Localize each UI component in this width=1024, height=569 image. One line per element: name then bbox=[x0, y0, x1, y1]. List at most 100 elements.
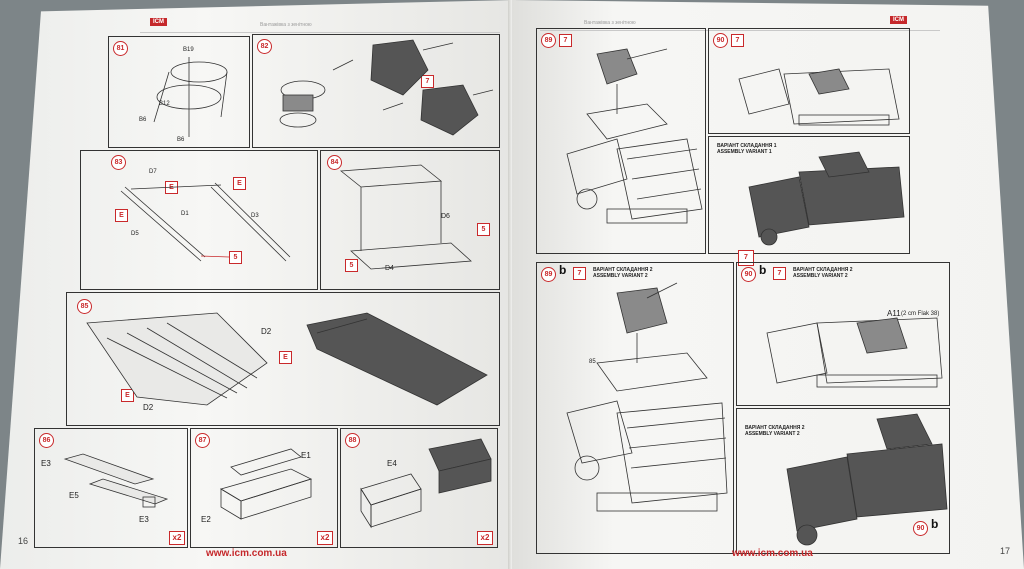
variant-2-final-panel: ВАРІАНТ СКЛАДАННЯ 2 ASSEMBLY VARIANT 2 9… bbox=[736, 408, 950, 554]
step-82-drawing bbox=[279, 39, 494, 136]
step-81-panel: 81 B19 B12 B6 B6 bbox=[108, 36, 250, 148]
variant-2-final-label: ВАРІАНТ СКЛАДАННЯ 2 ASSEMBLY VARIANT 2 bbox=[745, 425, 805, 437]
part-label: E1 bbox=[301, 451, 311, 460]
step-84-drawing bbox=[339, 164, 472, 270]
variant-2-label: ВАРІАНТ СКЛАДАННЯ 2 ASSEMBLY VARIANT 2 bbox=[793, 267, 853, 279]
part-label: D3 bbox=[251, 213, 259, 219]
part-label: B12 bbox=[159, 101, 170, 107]
step-89b-drawing bbox=[566, 282, 728, 512]
step-85-drawing bbox=[86, 312, 488, 406]
variant-2-en: ASSEMBLY VARIANT 2 bbox=[593, 273, 648, 279]
step-83-number: 83 bbox=[111, 155, 126, 170]
step-90a-number: 90 bbox=[713, 33, 728, 48]
part-label: E4 bbox=[387, 459, 397, 468]
part-label: D5 bbox=[131, 231, 139, 237]
step-89a-drawing bbox=[566, 48, 703, 224]
part-label: D6 bbox=[441, 213, 450, 220]
multiplier-badge: x2 bbox=[317, 531, 333, 545]
step-89b-number: 89 bbox=[541, 267, 556, 282]
variant-2-final-en: ASSEMBLY VARIANT 2 bbox=[745, 431, 800, 437]
step-90a-drawing bbox=[738, 68, 900, 126]
variant-1-drawing bbox=[748, 151, 905, 246]
step-86-drawing bbox=[63, 453, 169, 508]
step-87-panel: 87 E1 E2 x2 bbox=[190, 428, 338, 548]
left-header: Вантажівка з зенітною bbox=[140, 22, 500, 33]
step-84-number: 84 bbox=[327, 155, 342, 170]
part-label: D2 bbox=[261, 327, 272, 336]
right-page: Вантажівка з зенітною ICM 89 7 90 7 bbox=[512, 0, 1024, 569]
right-brand-tag: ICM bbox=[890, 16, 907, 24]
left-page-number: 16 bbox=[18, 536, 29, 546]
left-page: Вантажівка з зенітною ICM 81 B19 B12 B6 … bbox=[0, 0, 512, 569]
step-82-number: 82 bbox=[257, 39, 272, 54]
left-footer-url[interactable]: www.icm.com.ua bbox=[206, 548, 287, 559]
variant-2-en: ASSEMBLY VARIANT 2 bbox=[793, 273, 848, 279]
flag-7: 7 bbox=[773, 267, 786, 280]
variant-2-final-ua: ВАРІАНТ СКЛАДАННЯ 2 bbox=[745, 425, 805, 431]
part-label: E5 bbox=[69, 491, 79, 500]
part-label: E2 bbox=[201, 515, 211, 524]
flag-e: E bbox=[115, 209, 128, 222]
step-83-panel: 83 D7 E E E D1 D3 D5 5 bbox=[80, 150, 318, 290]
right-header: Вантажівка з зенітною bbox=[540, 20, 940, 31]
variant-1-panel: ВАРІАНТ СКЛАДАННЯ 1 ASSEMBLY VARIANT 1 bbox=[708, 136, 910, 254]
flag-e: E bbox=[233, 177, 246, 190]
part-label: D7 bbox=[149, 169, 157, 175]
final-variant-mark: b bbox=[931, 517, 939, 531]
step-82-panel: 82 7 bbox=[252, 34, 500, 148]
left-brand-tag: ICM bbox=[150, 18, 167, 26]
flag-7: 7 bbox=[421, 75, 434, 88]
step-89a-number: 89 bbox=[541, 33, 556, 48]
flag-5: 5 bbox=[229, 251, 242, 264]
step-88-number: 88 bbox=[345, 433, 360, 448]
step-87-drawing bbox=[220, 448, 313, 520]
step-84-panel: 84 D6 5 5 D4 bbox=[320, 150, 500, 290]
variant-b-mark: b bbox=[759, 263, 767, 277]
flag-e: E bbox=[279, 351, 292, 364]
step-89b-panel: 89 b 7 ВАРІАНТ СКЛАДАННЯ 2 ASSEMBLY VARI… bbox=[536, 262, 734, 554]
step-89a-panel: 89 7 bbox=[536, 28, 706, 254]
variant-2-label: ВАРІАНТ СКЛАДАННЯ 2 ASSEMBLY VARIANT 2 bbox=[593, 267, 653, 279]
variant-b-mark: b bbox=[559, 263, 567, 277]
part-label: A11 bbox=[887, 309, 901, 318]
variant-1-ua: ВАРІАНТ СКЛАДАННЯ 1 bbox=[717, 143, 777, 149]
right-page-number: 17 bbox=[1000, 546, 1011, 556]
flag-7: 7 bbox=[573, 267, 586, 280]
flag-5: 5 bbox=[477, 223, 490, 236]
step-85-number: 85 bbox=[77, 299, 92, 314]
variant-1-en: ASSEMBLY VARIANT 1 bbox=[717, 149, 772, 155]
part-label: E3 bbox=[41, 459, 51, 468]
step-86-panel: 86 E3 E5 E3 x2 bbox=[34, 428, 188, 548]
left-header-text: Вантажівка з зенітною bbox=[260, 22, 312, 28]
right-footer-url[interactable]: www.icm.com.ua bbox=[732, 548, 813, 559]
variant-2-final-drawing bbox=[786, 413, 948, 546]
part-label: E3 bbox=[139, 515, 149, 524]
step-90b-drawing bbox=[766, 317, 943, 388]
part-label: B6 bbox=[177, 137, 185, 143]
step-90b-number: 90 bbox=[741, 267, 756, 282]
right-header-text: Вантажівка з зенітною bbox=[584, 20, 636, 26]
step-88-drawing bbox=[360, 438, 492, 529]
part-label: D4 bbox=[385, 265, 394, 272]
step-83-drawing bbox=[120, 182, 291, 262]
multiplier-badge: x2 bbox=[477, 531, 493, 545]
flag-e: E bbox=[121, 389, 134, 402]
part-label: B19 bbox=[183, 47, 194, 53]
part-label: 85 bbox=[589, 359, 596, 365]
final-step-number: 90 bbox=[913, 521, 928, 536]
step-90a-panel: 90 7 bbox=[708, 28, 910, 134]
flag-7: 7 bbox=[731, 34, 744, 47]
variant-2-ua: ВАРІАНТ СКЛАДАННЯ 2 bbox=[593, 267, 653, 273]
variant-1-label: ВАРІАНТ СКЛАДАННЯ 1 ASSEMBLY VARIANT 1 bbox=[717, 143, 777, 155]
multiplier-badge: x2 bbox=[169, 531, 185, 545]
step-85-panel: 85 D2 E E D2 bbox=[66, 292, 500, 426]
flag-7: 7 bbox=[559, 34, 572, 47]
step-87-number: 87 bbox=[195, 433, 210, 448]
step-88-panel: 88 E4 x2 bbox=[340, 428, 498, 548]
part-label: B6 bbox=[139, 117, 147, 123]
part-label: (2 cm Flak 38) bbox=[901, 311, 940, 317]
step-90b-panel: 90 b 7 ВАРІАНТ СКЛАДАННЯ 2 ASSEMBLY VARI… bbox=[736, 262, 950, 406]
part-label: D2 bbox=[143, 403, 154, 412]
variant-2-ua: ВАРІАНТ СКЛАДАННЯ 2 bbox=[793, 267, 853, 273]
step-86-number: 86 bbox=[39, 433, 54, 448]
